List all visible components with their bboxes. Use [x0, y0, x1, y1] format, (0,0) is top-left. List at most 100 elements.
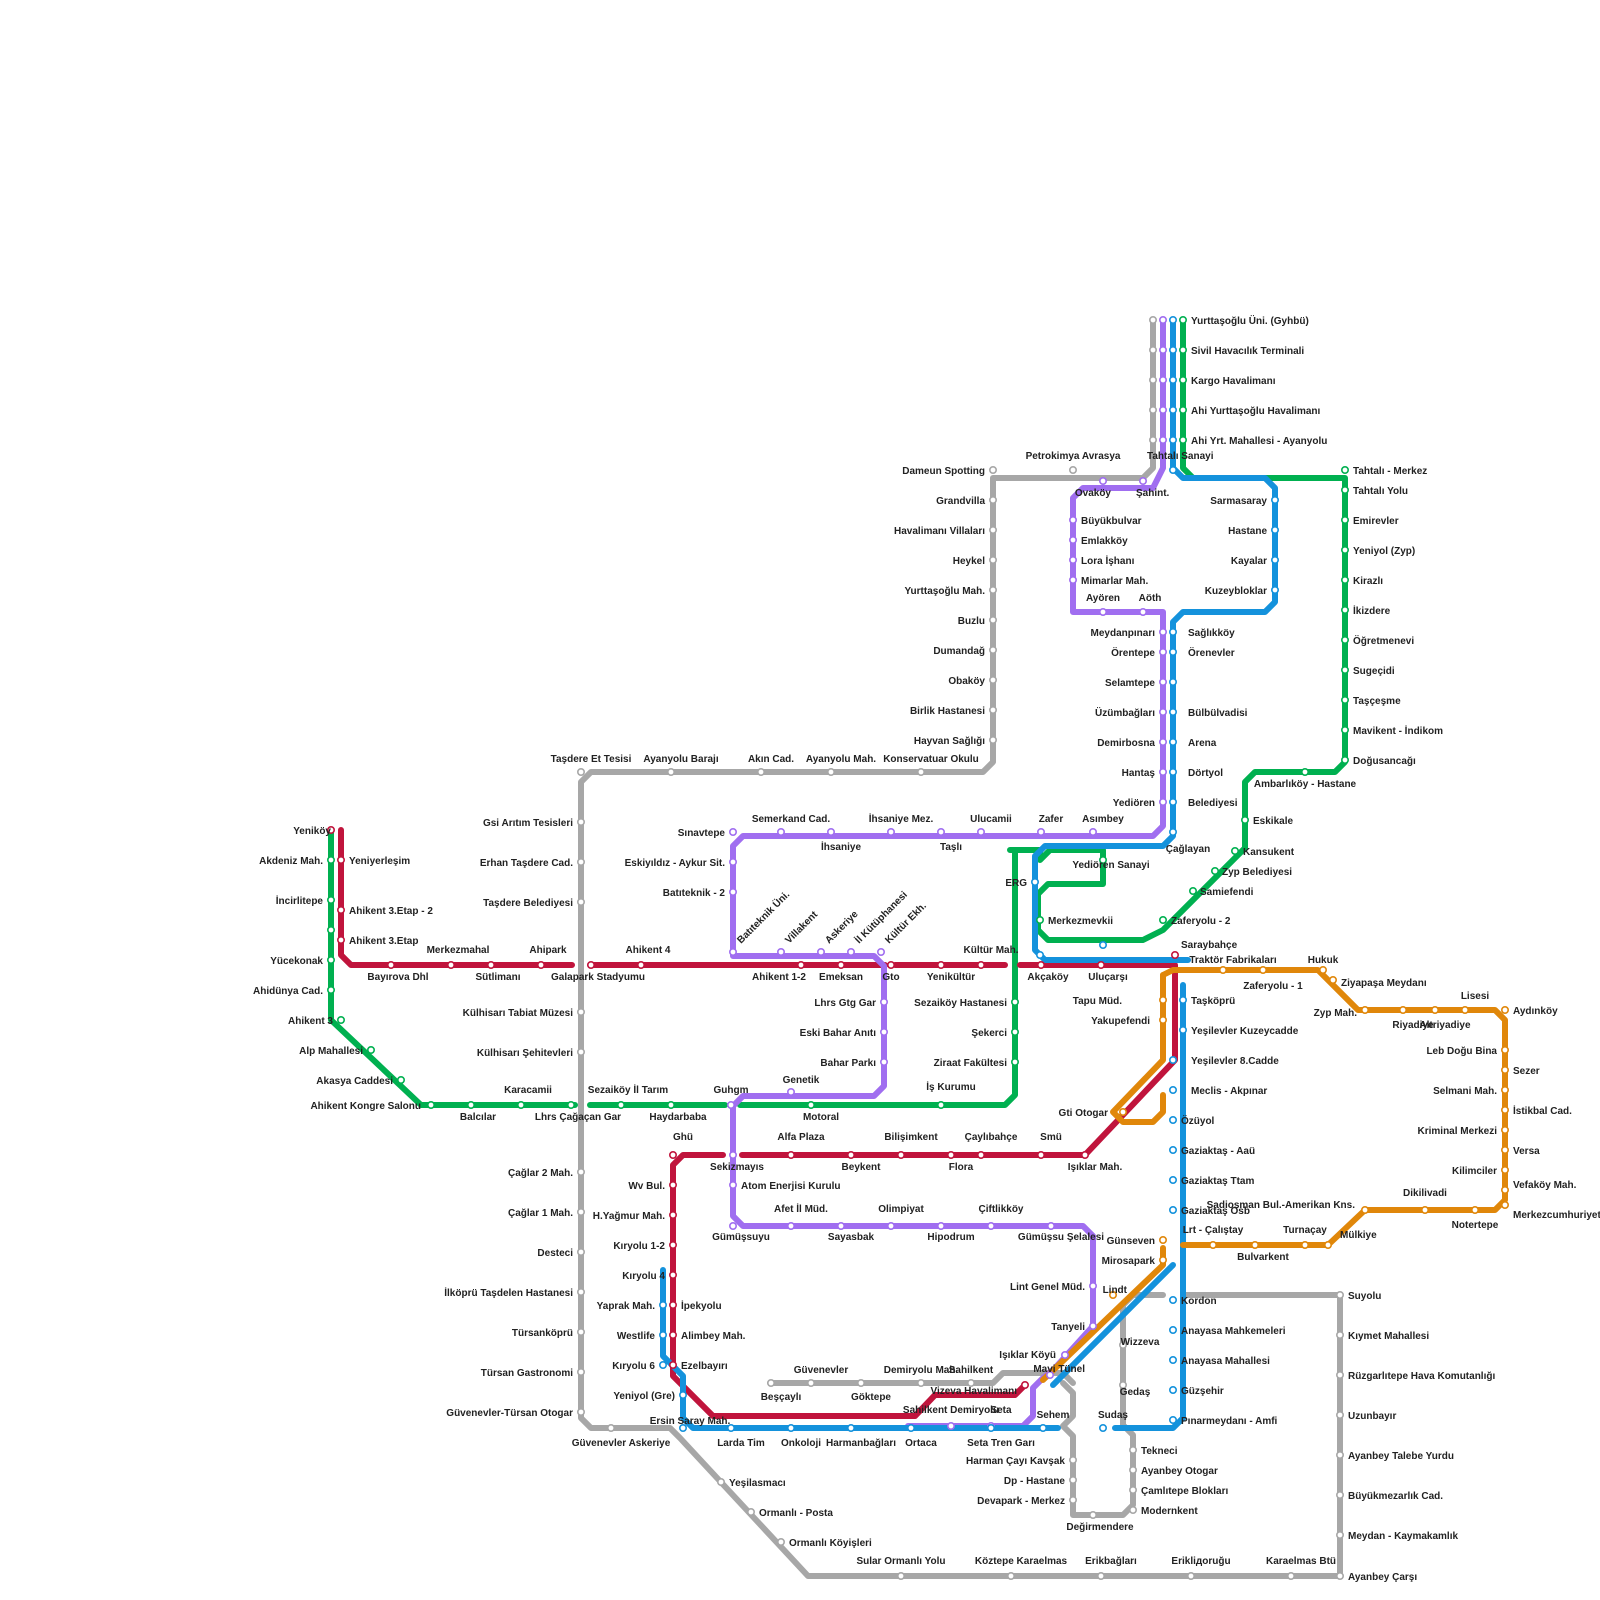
station-marker[interactable]: [988, 1425, 994, 1431]
station-marker[interactable]: [1342, 697, 1348, 703]
station-marker[interactable]: [1070, 517, 1076, 523]
station-marker[interactable]: [838, 962, 844, 968]
station-marker[interactable]: [1210, 1242, 1216, 1248]
station-marker[interactable]: [618, 1102, 624, 1108]
station-marker[interactable]: [578, 1329, 584, 1335]
station-marker[interactable]: [938, 1102, 944, 1108]
station-marker[interactable]: [1170, 437, 1176, 443]
station-marker[interactable]: [1170, 829, 1176, 835]
station-marker[interactable]: [1070, 1477, 1076, 1483]
station-marker[interactable]: [848, 1425, 854, 1431]
station-marker[interactable]: [328, 857, 334, 863]
station-marker[interactable]: [1180, 347, 1186, 353]
station-marker[interactable]: [990, 497, 996, 503]
station-marker[interactable]: [881, 1059, 887, 1065]
station-marker[interactable]: [990, 587, 996, 593]
station-marker[interactable]: [1070, 557, 1076, 563]
station-marker[interactable]: [798, 962, 804, 968]
station-marker[interactable]: [1170, 629, 1176, 635]
station-marker[interactable]: [368, 1047, 374, 1053]
station-marker[interactable]: [1090, 1512, 1096, 1518]
station-marker[interactable]: [1180, 407, 1186, 413]
station-marker[interactable]: [730, 859, 736, 865]
station-marker[interactable]: [1502, 1202, 1508, 1208]
station-marker[interactable]: [948, 1423, 954, 1429]
station-marker[interactable]: [1180, 377, 1186, 383]
station-marker[interactable]: [1170, 317, 1176, 323]
station-marker[interactable]: [680, 1392, 686, 1398]
station-marker[interactable]: [578, 1209, 584, 1215]
station-marker[interactable]: [888, 1223, 894, 1229]
station-marker[interactable]: [1330, 977, 1336, 983]
station-marker[interactable]: [1337, 1372, 1343, 1378]
station-marker[interactable]: [1160, 317, 1166, 323]
station-marker[interactable]: [660, 1332, 666, 1338]
station-marker[interactable]: [1342, 667, 1348, 673]
station-marker[interactable]: [1325, 1242, 1331, 1248]
station-marker[interactable]: [1160, 769, 1166, 775]
station-marker[interactable]: [1160, 629, 1166, 635]
station-marker[interactable]: [338, 1017, 344, 1023]
station-marker[interactable]: [828, 829, 834, 835]
station-marker[interactable]: [1170, 799, 1176, 805]
station-marker[interactable]: [990, 677, 996, 683]
station-marker[interactable]: [778, 1539, 784, 1545]
station-marker[interactable]: [1022, 1382, 1028, 1388]
station-marker[interactable]: [768, 1380, 774, 1386]
station-marker[interactable]: [668, 1102, 674, 1108]
station-marker[interactable]: [1342, 517, 1348, 523]
station-marker[interactable]: [1170, 679, 1176, 685]
station-marker[interactable]: [1150, 317, 1156, 323]
station-marker[interactable]: [848, 1152, 854, 1158]
station-marker[interactable]: [338, 907, 344, 913]
station-marker[interactable]: [1502, 1127, 1508, 1133]
station-marker[interactable]: [588, 962, 594, 968]
station-marker[interactable]: [978, 962, 984, 968]
station-marker[interactable]: [1170, 1417, 1176, 1423]
station-marker[interactable]: [1098, 962, 1104, 968]
station-marker[interactable]: [1140, 609, 1146, 615]
station-marker[interactable]: [898, 1152, 904, 1158]
station-marker[interactable]: [1272, 557, 1278, 563]
station-marker[interactable]: [670, 1242, 676, 1248]
station-marker[interactable]: [978, 829, 984, 835]
station-marker[interactable]: [990, 467, 996, 473]
station-marker[interactable]: [828, 769, 834, 775]
station-marker[interactable]: [990, 527, 996, 533]
station-marker[interactable]: [1337, 1573, 1343, 1579]
station-marker[interactable]: [948, 1152, 954, 1158]
station-marker[interactable]: [748, 1509, 754, 1515]
station-marker[interactable]: [1180, 437, 1186, 443]
station-marker[interactable]: [398, 1077, 404, 1083]
station-marker[interactable]: [1502, 1047, 1508, 1053]
station-marker[interactable]: [1070, 537, 1076, 543]
station-marker[interactable]: [1048, 1223, 1054, 1229]
station-marker[interactable]: [1422, 1207, 1428, 1213]
station-marker[interactable]: [1090, 1323, 1096, 1329]
station-marker[interactable]: [1342, 757, 1348, 763]
station-marker[interactable]: [1188, 1573, 1194, 1579]
station-marker[interactable]: [1040, 1425, 1046, 1431]
station-marker[interactable]: [978, 1152, 984, 1158]
station-marker[interactable]: [1180, 317, 1186, 323]
station-marker[interactable]: [1160, 437, 1166, 443]
station-marker[interactable]: [578, 1169, 584, 1175]
station-marker[interactable]: [1502, 1007, 1508, 1013]
station-marker[interactable]: [1062, 1352, 1068, 1358]
station-marker[interactable]: [1170, 709, 1176, 715]
station-marker[interactable]: [1342, 607, 1348, 613]
station-marker[interactable]: [1252, 1242, 1258, 1248]
station-marker[interactable]: [730, 889, 736, 895]
station-marker[interactable]: [1160, 377, 1166, 383]
station-marker[interactable]: [670, 1182, 676, 1188]
station-marker[interactable]: [918, 1380, 924, 1386]
station-marker[interactable]: [1180, 997, 1186, 1003]
station-marker[interactable]: [1032, 879, 1038, 885]
station-marker[interactable]: [1070, 1497, 1076, 1503]
station-marker[interactable]: [1242, 817, 1248, 823]
station-marker[interactable]: [1362, 1007, 1368, 1013]
station-marker[interactable]: [848, 949, 854, 955]
station-marker[interactable]: [881, 1029, 887, 1035]
station-marker[interactable]: [1502, 1087, 1508, 1093]
station-marker[interactable]: [1170, 1177, 1176, 1183]
